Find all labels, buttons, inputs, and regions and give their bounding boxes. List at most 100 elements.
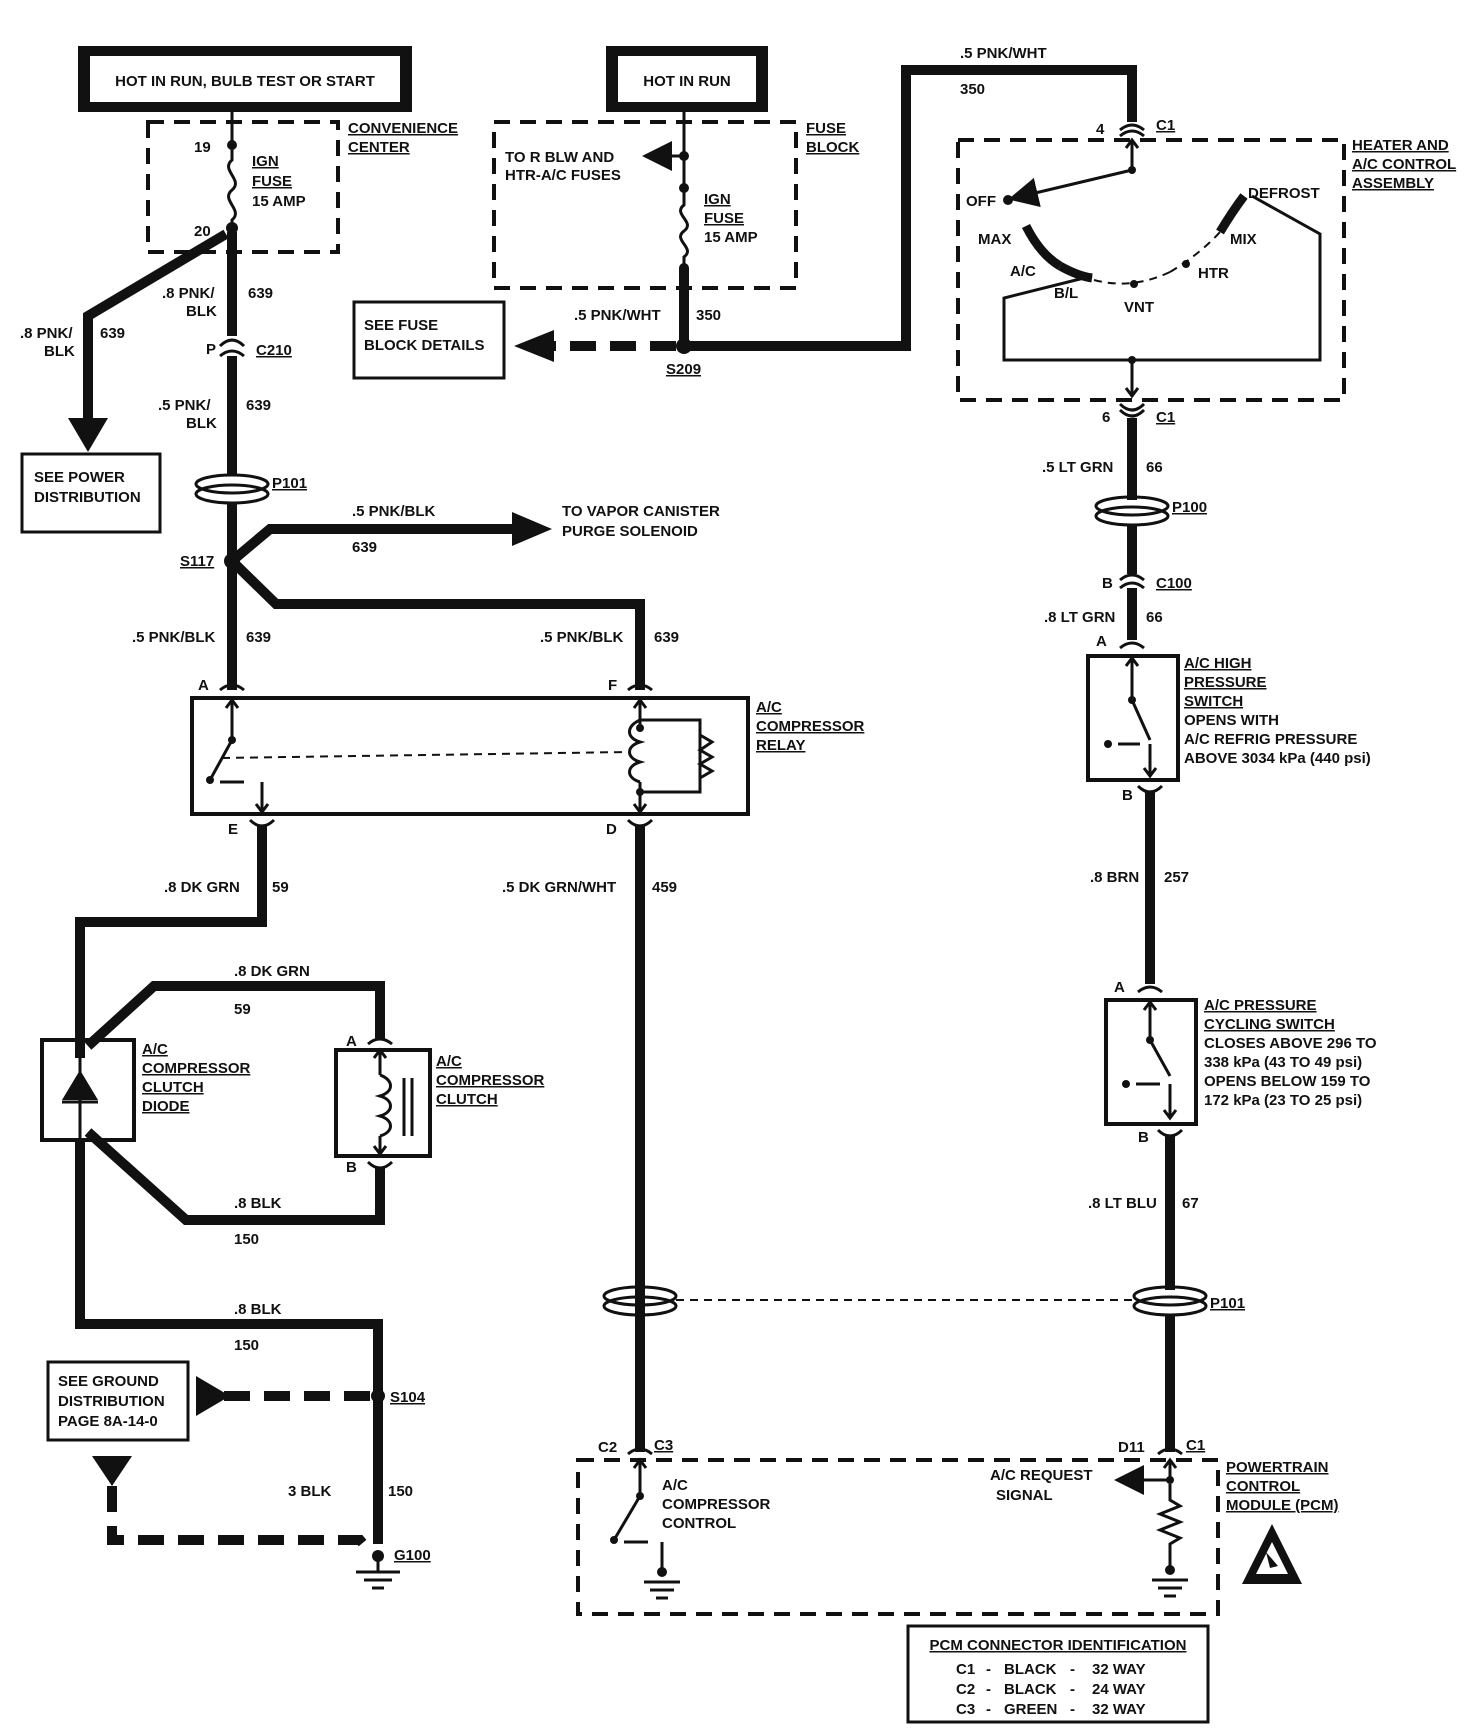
terminal-20: 20 (194, 223, 211, 240)
wire-label-150a: 150 (234, 1231, 259, 1248)
cc-fuse-label-3: 15 AMP (252, 193, 306, 210)
fuse-block: FUSE BLOCK TO R BLW AND HTR-A/C FUSES IG… (492, 120, 859, 290)
wire-label-dk-grn-b: .8 DK GRN (234, 963, 310, 980)
pcm-c1-label: C1 (1186, 1437, 1205, 1454)
arrow-to-power-distribution (68, 418, 108, 452)
pcm-row-id: C2 (956, 1681, 975, 1698)
relay-label-1: A/C (756, 699, 782, 716)
pc-label-1: A/C PRESSURE (1204, 997, 1317, 1014)
terminal-19: 19 (194, 139, 211, 156)
pcm-row-color: GREEN (1004, 1701, 1057, 1718)
fuse-block-to-2: HTR-A/C FUSES (505, 167, 621, 184)
fuse-block-to-1: TO R BLW AND (505, 149, 614, 166)
pcm-row-id: C3 (956, 1701, 975, 1718)
see-fuse-block-box: SEE FUSE BLOCK DETAILS (352, 300, 506, 380)
pcm-label-2: CONTROL (1226, 1478, 1300, 1495)
arrow-to-ground-distribution (196, 1376, 230, 1416)
pcm-c2-label: C2 (598, 1439, 617, 1456)
clutch-label-1: A/C (436, 1053, 462, 1070)
pcm-row-ways: 32 WAY (1092, 1661, 1146, 1678)
pc-label-3: CLOSES ABOVE 296 TO (1204, 1035, 1377, 1052)
arrow-to-fuse-block-details (514, 330, 554, 362)
wire-label-639c: 639 (246, 397, 271, 414)
wire-label-dk-grn-wht: .5 DK GRN/WHT (502, 879, 616, 896)
cc-fuse-label-1: IGN (252, 153, 279, 170)
esd-warning-icon (1242, 1524, 1302, 1584)
see-ground-distribution-box: SEE GROUND DISTRIBUTION PAGE 8A-14-0 (46, 1360, 190, 1442)
wire-label-brn: .8 BRN (1090, 869, 1139, 886)
high-pressure-switch: A B A/C HIGH PRESSURE SWITCH OPENS WITH … (1086, 633, 1371, 804)
fb-fuse-label-2: FUSE (704, 210, 744, 227)
convenience-center: CONVENIENCE CENTER 19 20 IGN FUSE 15 AMP (146, 120, 458, 254)
wire-label-blk-b: .8 BLK (234, 1301, 282, 1318)
wire-label-dk-grn-a: .8 DK GRN (164, 879, 240, 896)
hp-label-4: OPENS WITH (1184, 712, 1279, 729)
fb-fuse-label-3: 15 AMP (704, 229, 758, 246)
wire-label-pnk-blk-8a: .8 PNK/ (20, 325, 73, 342)
wire-label-pnk-blk-5a: .5 PNK/ (158, 397, 211, 414)
pcm-ctrl-label-1: A/C (662, 1477, 688, 1494)
ground-g100: G100 (356, 1547, 431, 1590)
relay-label-3: RELAY (756, 737, 805, 754)
connector-c100: B C100 (1102, 573, 1192, 592)
splice-s104 (371, 1389, 385, 1403)
wire-label-pnk-wht-mid: .5 PNK/WHT (574, 307, 661, 324)
pcm-d11-label: D11 (1118, 1439, 1145, 1456)
diode-label-2: COMPRESSOR (142, 1060, 251, 1077)
pcm-row-sep: - (986, 1701, 991, 1718)
heater-label-1: HEATER AND (1352, 137, 1449, 154)
pcm-row-sep: - (986, 1661, 991, 1678)
pcm-row-color: BLACK (1004, 1681, 1057, 1698)
hp-label-6: ABOVE 3034 kPa (440 psi) (1184, 750, 1371, 767)
wire-label-pnk-blk-8c: .8 PNK/ (162, 285, 215, 302)
see-fuse-line-1: SEE FUSE (364, 317, 438, 334)
wire-label-blk-c: 3 BLK (288, 1483, 332, 1500)
p101-right-label: P101 (1210, 1295, 1245, 1312)
c1-top-label: C1 (1156, 117, 1175, 134)
see-power-distribution-box: SEE POWER DISTRIBUTION (20, 452, 162, 534)
pcm-req-label-1: A/C REQUEST (990, 1467, 1093, 1484)
clutch-pin-a: A (346, 1033, 357, 1050)
convenience-center-label-1: CONVENIENCE (348, 120, 458, 137)
pcm-label-3: MODULE (PCM) (1226, 1497, 1339, 1514)
compressor-clutch: A B A/C COMPRESSOR CLUTCH (334, 1033, 545, 1176)
diode-label-3: CLUTCH (142, 1079, 204, 1096)
passthrough-p100: P100 (1094, 495, 1207, 527)
pc-label-6: 172 kPa (23 TO 25 psi) (1204, 1092, 1362, 1109)
mode-off: OFF (966, 193, 996, 210)
clutch-label-3: CLUTCH (436, 1091, 498, 1108)
wire-label-639b: 639 (248, 285, 273, 302)
wire-label-67: 67 (1182, 1195, 1199, 1212)
pcm-row-id: C1 (956, 1661, 975, 1678)
heater-ac-control-assembly: 4 C1 HEATER AND A/C CONTROL ASSEMBLY OFF… (956, 117, 1456, 402)
mode-vnt: VNT (1124, 299, 1154, 316)
see-power-line-2: DISTRIBUTION (34, 489, 141, 506)
pcm-table-row: C2 - BLACK - 24 WAY (956, 1681, 1146, 1698)
fb-fuse-label-1: IGN (704, 191, 731, 208)
wire-label-pnk-blk-vapor: .5 PNK/BLK (352, 503, 436, 520)
wire-label-150c: 150 (388, 1483, 413, 1500)
wire-label-459: 459 (652, 879, 677, 896)
c100-pin-b: B (1102, 575, 1113, 592)
wire-label-pnk-wht-top: .5 PNK/WHT (960, 45, 1047, 62)
wire-label-pnk-blk-right: .5 PNK/BLK (540, 629, 624, 646)
pcm-c3-label: C3 (654, 1437, 673, 1454)
wire-label-639a: 639 (100, 325, 125, 342)
mode-bl: B/L (1054, 285, 1078, 302)
pcm-row-ways: 24 WAY (1092, 1681, 1146, 1698)
wire-label-pnk-blk-left: .5 PNK/BLK (132, 629, 216, 646)
pcm-ctrl-label-3: CONTROL (662, 1515, 736, 1532)
wire-label-pnk-blk-5b: BLK (186, 415, 217, 432)
wire-label-59b: 59 (234, 1001, 251, 1018)
ground-arrow (92, 1456, 132, 1486)
s117-label: S117 (180, 553, 214, 570)
pcm-row-sep: - (1070, 1661, 1075, 1678)
clutch-pin-b: B (346, 1159, 357, 1176)
s209-label: S209 (666, 361, 701, 378)
wire-label-lt-grn-5: .5 LT GRN (1042, 459, 1113, 476)
mode-max: MAX (978, 231, 1011, 248)
vapor-label-1: TO VAPOR CANISTER (562, 503, 720, 520)
powertrain-control-module: C2 C3 D11 C1 POWERTRAIN CONTROL MODULE (… (576, 1437, 1339, 1616)
pcm-row-sep: - (1070, 1681, 1075, 1698)
